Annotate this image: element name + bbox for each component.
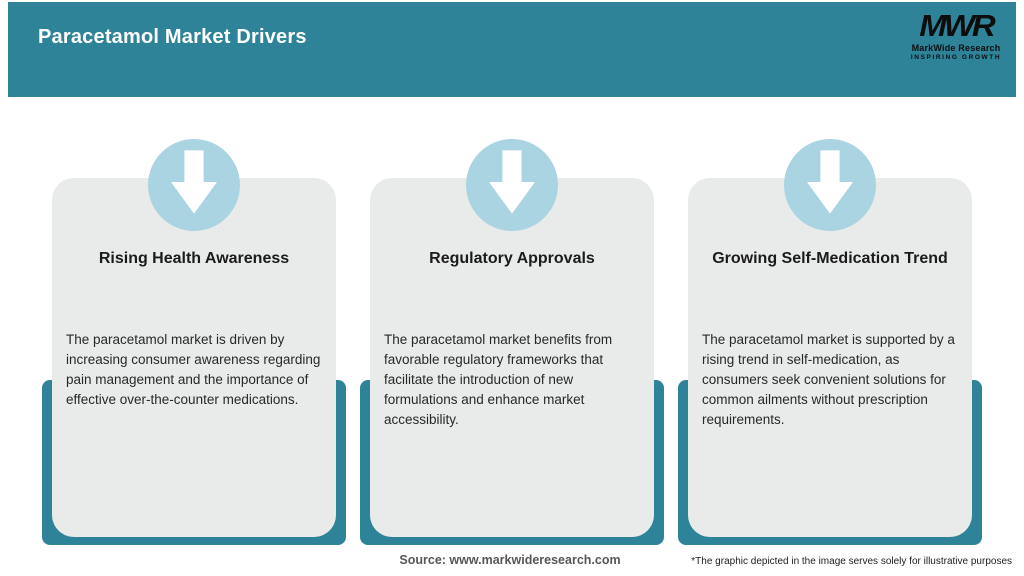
header-band: Paracetamol Market Drivers MWR MarkWide … (8, 2, 1016, 97)
driver-card-rising-health-awareness: Rising Health Awareness The paracetamol … (42, 0, 346, 576)
driver-card-regulatory-approvals: Regulatory Approvals The paracetamol mar… (360, 0, 664, 576)
card-title: Growing Self-Medication Trend (712, 250, 948, 267)
down-arrow-icon (784, 139, 876, 231)
driver-card-growing-self-medication-trend: Growing Self-Medication Trend The parace… (678, 0, 982, 576)
down-arrow-icon (148, 139, 240, 231)
card-title: Rising Health Awareness (98, 250, 290, 267)
card-body-text: The paracetamol market benefits from fav… (384, 332, 613, 427)
logo-name: MarkWide Research (911, 43, 1001, 53)
down-arrow-icon (466, 139, 558, 231)
card-body-text: The paracetamol market is supported by a… (702, 332, 955, 427)
source-text: Source: www.markwideresearch.com (399, 553, 621, 567)
markwide-research-logo: MWR MarkWide Research INSPIRING GROWTH (906, 10, 1006, 61)
card-panel (52, 178, 336, 537)
logo-monogram: MWR (919, 8, 995, 43)
disclaimer-text: *The graphic depicted in the image serve… (691, 556, 1012, 567)
card-panel (370, 178, 654, 537)
page-title: Paracetamol Market Drivers (38, 26, 307, 48)
card-title: Regulatory Approvals (429, 250, 595, 267)
card-panel (688, 178, 972, 537)
logo-tagline: INSPIRING GROWTH (910, 54, 1002, 61)
card-body-text: The paracetamol market is driven by incr… (66, 332, 321, 407)
